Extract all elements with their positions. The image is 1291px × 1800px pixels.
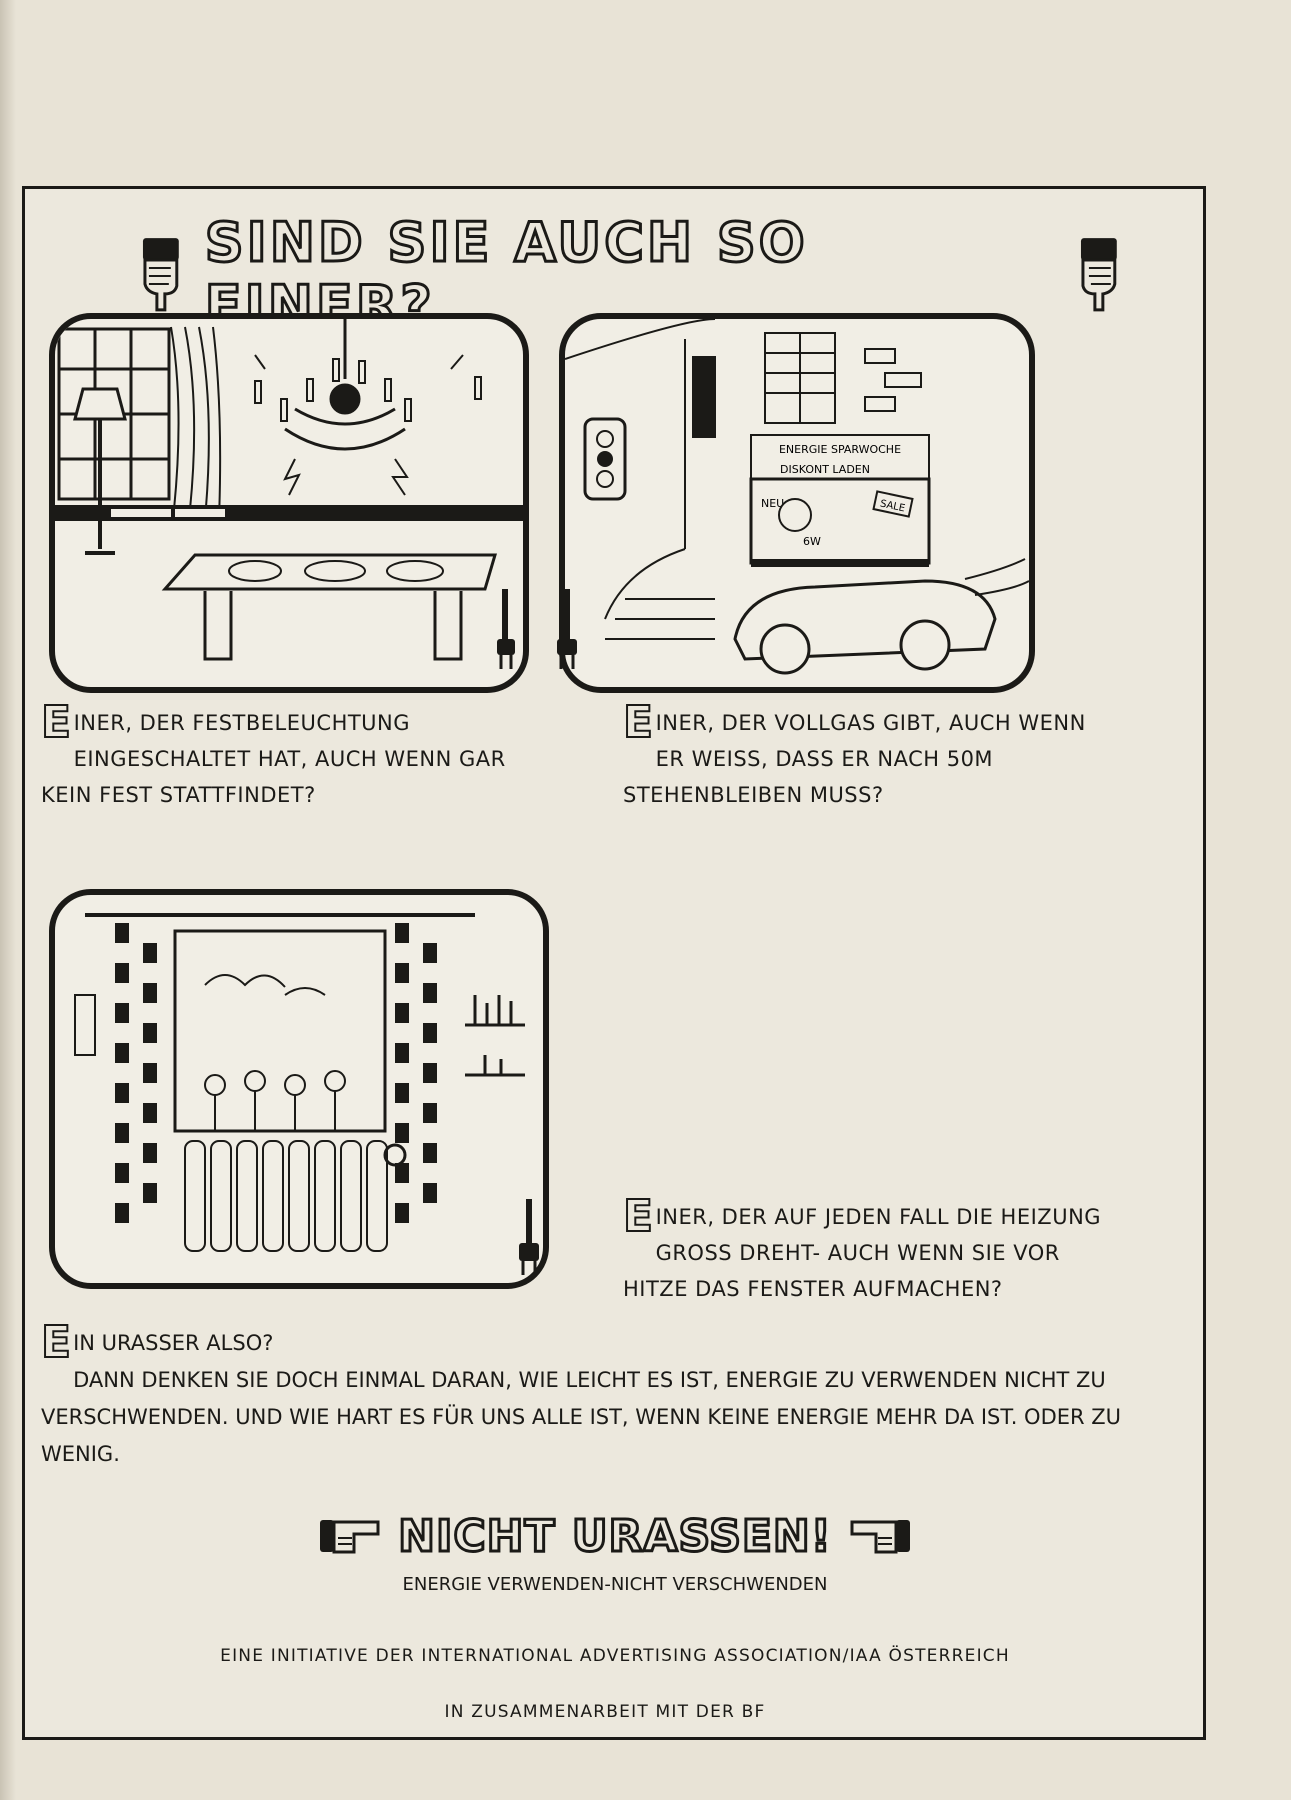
heating-window-illustration <box>74 913 525 1252</box>
headline-title: SIND SIE AUCH SO EINER? <box>203 210 808 339</box>
initiative-credit: EINE INITIATIVE DER INTERNATIONAL ADVERT… <box>220 1646 1010 1666</box>
slogan-row: NICHT URASSEN! <box>245 1501 985 1571</box>
closing-initial: E <box>40 1317 72 1368</box>
panel-festive-lighting <box>49 313 529 693</box>
shop-sign-top: ENERGIE SPARWOCHE <box>779 443 901 456</box>
caption-festive-lighting: E INER, DER FESTBELEUCHTUNG EINGESCHALTE… <box>40 700 541 813</box>
bulb-watt: 6W <box>803 535 821 548</box>
pointing-hand-right-icon <box>320 1520 380 1554</box>
slogan-subline: ENERGIE VERWENDEN-NICHT VERSCHWENDEN <box>402 1574 828 1595</box>
caption-3-initial: E <box>622 1191 654 1242</box>
shop-sign-bottom: DISKONT LADEN <box>780 463 870 476</box>
page-edge <box>0 0 16 1800</box>
caption-1-initial: E <box>40 697 72 748</box>
pointing-hand-left-icon <box>850 1520 910 1554</box>
power-plug-1-icon <box>497 589 515 669</box>
caption-3-text: INER, DER AUF JEDEN FALL DIE HEIZUNG GRO… <box>623 1205 1102 1301</box>
chandelier-room-illustration <box>55 319 523 661</box>
power-plug-2-icon <box>557 589 577 669</box>
closing-first-line: IN URASSER ALSO? <box>73 1331 274 1355</box>
caption-1-text: INER, DER FESTBELEUCHTUNG EINGESCHALTET … <box>41 711 506 807</box>
caption-heating: E INER, DER AUF JEDEN FALL DIE HEIZUNG G… <box>622 1194 1123 1307</box>
caption-2-text: INER, DER VOLLGAS GIBT, AUCH WENN ER WEI… <box>623 711 1086 807</box>
pointing-hand-left-icon <box>142 238 179 312</box>
closing-body: DANN DENKEN SIE DOCH EINMAL DARAN, WIE L… <box>41 1368 1122 1466</box>
caption-full-throttle: E INER, DER VOLLGAS GIBT, AUCH WENN ER W… <box>622 700 1093 813</box>
pointing-hand-right-icon <box>1081 238 1118 312</box>
bulb-tag: NEU <box>761 497 784 510</box>
caption-2-initial: E <box>622 697 654 748</box>
panel-heating <box>49 889 549 1289</box>
panel-full-throttle: ENERGIE SPARWOCHE DISKONT LADEN NEU 6W S… <box>559 313 1035 693</box>
street-car-illustration: ENERGIE SPARWOCHE DISKONT LADEN NEU 6W S… <box>565 319 1029 675</box>
power-plug-3-icon <box>519 1199 539 1275</box>
slogan-text: NICHT URASSEN! <box>397 1509 833 1563</box>
headline-row: SIND SIE AUCH SO EINER? <box>135 210 1125 339</box>
partner-credit: IN ZUSAMMENARBEIT MIT DER BF <box>444 1702 766 1722</box>
advertisement-frame: SIND SIE AUCH SO EINER? <box>22 186 1206 1740</box>
closing-paragraph: E IN URASSER ALSO? DANN DENKEN SIE DOCH … <box>40 1320 1191 1473</box>
sale-tag: SALE <box>879 498 906 514</box>
